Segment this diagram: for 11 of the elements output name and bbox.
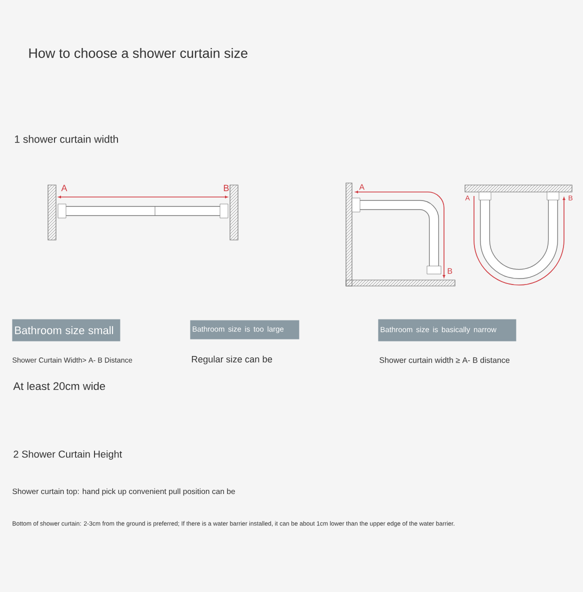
label-box: Bathroom size small [12, 319, 120, 342]
title: How to choose a shower curtain size [29, 48, 248, 58]
dimension-label: A [359, 184, 365, 190]
dimension-label: B [224, 184, 229, 192]
section-heading: 2 Shower Curtain Height [14, 450, 122, 460]
dimension-label: A [61, 184, 68, 192]
dimension-label: B [448, 268, 452, 274]
description: Regular size can be [192, 356, 272, 364]
section-heading: 1 shower curtain width [15, 135, 118, 143]
description: Shower curtain width ≥ A- B distance [380, 357, 510, 363]
note: At least 20cm wide [13, 382, 106, 390]
